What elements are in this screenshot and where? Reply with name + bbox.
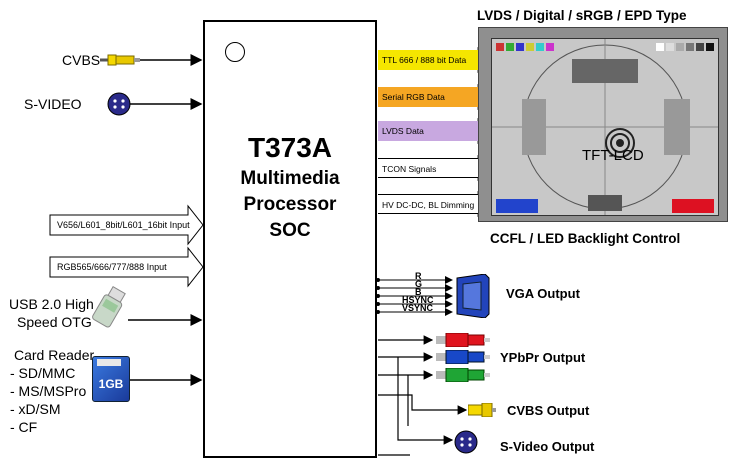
svideo-input-label: S-VIDEO (24, 96, 82, 112)
cvbs-input-label: CVBS (62, 52, 101, 68)
rca-green-icon (436, 368, 490, 382)
rca-yellow-icon (468, 403, 496, 417)
vga-connector-icon (455, 274, 491, 318)
rca-blue-icon (436, 350, 490, 364)
tcon-signals-bus: TCON Signals (378, 158, 478, 178)
test-pattern-graphic (492, 39, 718, 215)
soc-line2: Multimedia (240, 168, 340, 189)
test-pattern-screen: TFT-LCD (491, 38, 719, 216)
serial-rgb-bus: Serial RGB Data (378, 87, 478, 107)
usb-label-line1: USB 2.0 High (9, 296, 94, 312)
rca-connector-icon (100, 54, 140, 66)
tft-lcd-label: TFT-LCD (582, 147, 644, 164)
vga-signal-hsync: HSYNC (402, 295, 434, 305)
rgb-input-bus-label: RGB565/666/777/888 Input (57, 262, 167, 272)
vga-signal-r: R (415, 271, 422, 281)
card-reader-title: Card Reader (14, 347, 95, 363)
backlight-label: CCFL / LED Backlight Control (490, 231, 681, 246)
soc-line4: SOC (269, 220, 311, 241)
vga-signal-vsync: VSYNC (402, 303, 434, 313)
card-item-sd: - SD/MMC (10, 365, 76, 381)
pin1-marker (225, 42, 245, 62)
ttl-data-bus: TTL 666 / 888 bit Data (378, 50, 478, 70)
vga-signal-g: G (415, 279, 423, 289)
ypbpr-output-label: YPbPr Output (500, 350, 586, 365)
soc-title: T373A (247, 132, 333, 163)
sd-card-capacity: 1GB (98, 377, 124, 391)
lvds-data-bus: LVDS Data (378, 121, 478, 141)
soc-line3: Processor (243, 194, 337, 215)
cvbs-output-label: CVBS Output (507, 403, 590, 418)
card-item-ms: - MS/MSPro (10, 383, 87, 399)
vga-signal-b: B (415, 287, 422, 297)
svideo-connector-icon (107, 92, 131, 116)
vga-output-label: VGA Output (506, 286, 580, 301)
usb-drive-icon (90, 286, 130, 330)
tft-lcd-panel: TFT-LCD (478, 27, 728, 222)
hv-dcdc-bus: HV DC-DC, BL Dimming (378, 194, 478, 214)
svideo-output-label: S-Video Output (500, 439, 595, 454)
soc-block: T373A Multimedia Processor SOC (203, 20, 377, 458)
rca-red-icon (436, 333, 490, 347)
parallel-input-bus-label: V656/L601_8bit/L601_16bit Input (57, 220, 190, 230)
card-item-cf: - CF (10, 419, 38, 435)
card-item-xd: - xD/SM (10, 401, 61, 417)
panel-type-title: LVDS / Digital / sRGB / EPD Type (477, 8, 687, 23)
usb-label-line2: Speed OTG (17, 314, 92, 330)
svideo-out-connector-icon (454, 430, 478, 454)
sd-card-icon: 1GB (92, 356, 130, 402)
